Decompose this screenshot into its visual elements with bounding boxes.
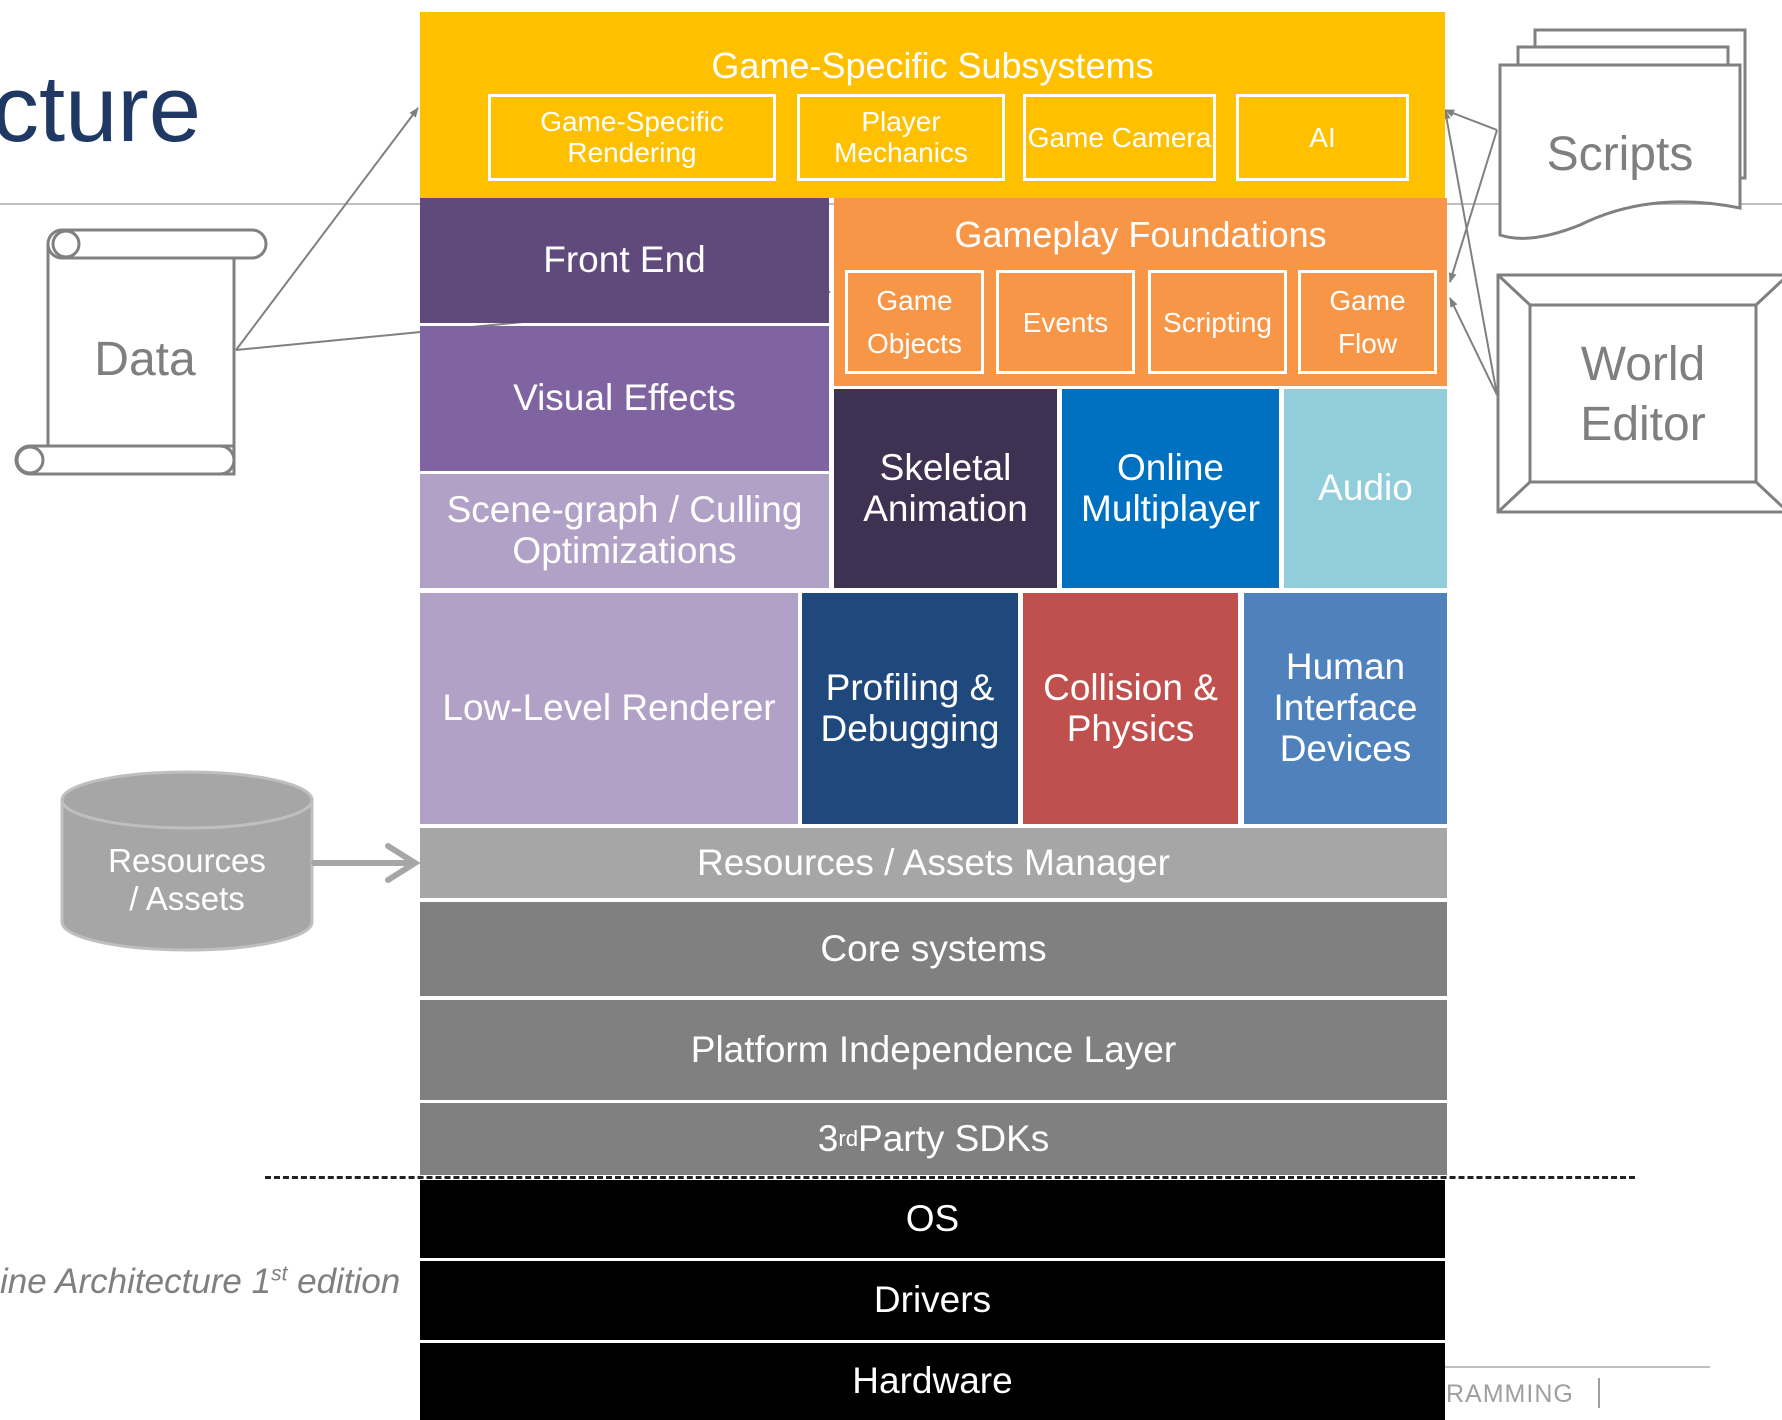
scripts-document-icon [1498,28,1747,240]
data-scroll-icon [14,228,268,476]
human-interface-devices-block: Human Interface Devices [1244,593,1447,824]
page-title: cture [0,56,201,161]
game-specific-subsystems-title: Game-Specific Subsystems [711,45,1154,87]
game-flow-box: Game Flow [1298,270,1437,374]
scripting-box: Scripting [1148,270,1287,374]
profiling-debugging-block: Profiling & Debugging [802,593,1018,824]
caption-suffix: edition [287,1262,401,1301]
platform-independence-layer-block: Platform Independence Layer [420,1000,1447,1100]
game-specific-rendering-box: Game-Specific Rendering [488,94,776,181]
core-systems-block: Core systems [420,902,1447,996]
ai-box: AI [1236,94,1409,181]
drivers-block: Drivers [420,1261,1445,1340]
sdks-label: Party SDKs [858,1117,1050,1159]
os-separator-dashed-line [265,1176,1635,1179]
data-label: Data [94,333,196,387]
resources-assets-manager-block: Resources / Assets Manager [420,828,1447,898]
resources-label: Resources / Assets [108,842,266,917]
sdks-number: 3 [817,1117,839,1159]
game-camera-box: Game Camera [1023,94,1216,181]
audio-block: Audio [1284,389,1447,588]
events-box: Events [996,270,1135,374]
gameplay-foundations-layer [834,198,1447,386]
world-editor-label: World Editor [1580,338,1706,451]
resources-arrow [311,843,421,883]
online-multiplayer-block: Online Multiplayer [1062,389,1279,588]
front-end-block: Front End [420,198,829,323]
footer-divider [1598,1378,1600,1408]
visual-effects-block: Visual Effects [420,326,829,471]
player-mechanics-box: Player Mechanics [797,94,1005,181]
low-level-renderer-block: Low-Level Renderer [420,593,798,824]
game-objects-box: Game Objects [845,270,984,374]
gameplay-foundations-title: Gameplay Foundations [954,214,1327,256]
caption-text: ine Architecture 1 [0,1262,272,1301]
footer-text: RAMMING [1446,1380,1574,1408]
source-caption: ine Architecture 1st edition [0,1262,400,1302]
collision-physics-block: Collision & Physics [1023,593,1238,824]
skeletal-animation-block: Skeletal Animation [834,389,1057,588]
resources-cylinder-icon [60,770,314,952]
game-specific-subsystems-layer [420,12,1445,198]
world-editor-frame-icon [1496,273,1782,514]
footer-rule [1440,1366,1710,1368]
scripts-label: Scripts [1546,128,1694,182]
os-block: OS [420,1180,1445,1258]
hardware-block: Hardware [420,1343,1445,1420]
scene-graph-culling-block: Scene-graph / Culling Optimizations [420,474,829,588]
caption-superscript: st [271,1262,288,1286]
